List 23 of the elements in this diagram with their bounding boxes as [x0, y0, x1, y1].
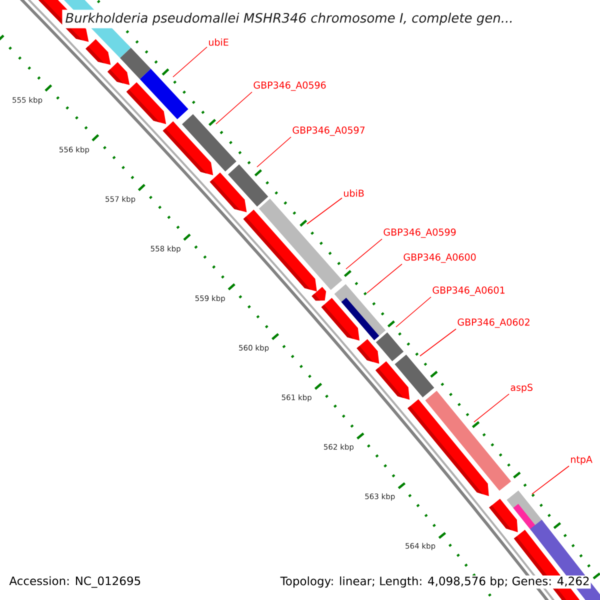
gene-label: GBP346_A0596 [254, 82, 326, 91]
gene-label: GBP346_A0599 [384, 228, 456, 238]
gene-label: aspS [510, 384, 533, 393]
gene-label: ubiB [344, 189, 364, 197]
gene-label: GBP346_A0597 [292, 126, 365, 136]
leader-line [256, 136, 292, 168]
footer-text: Topology: linear; Length: 4,098,576 bp; Genes: 4,262 [279, 575, 591, 589]
leader-line [420, 328, 456, 356]
leader-line [172, 46, 208, 78]
gene-label: GBP346_A0600 [404, 254, 476, 263]
leader-line [216, 92, 252, 124]
leader-line [366, 264, 402, 294]
gene-label: GBP346_A0602 [458, 318, 530, 328]
gene-label: ntpA [571, 456, 592, 465]
gene-label: ubiE [209, 38, 228, 46]
leader-line [532, 466, 570, 494]
leader-line [396, 296, 432, 328]
gene-label: GBP346_A0601 [432, 286, 504, 296]
leader-line [306, 198, 342, 224]
leader-line [474, 394, 510, 422]
map-title: Burkholderia pseudomallei MSHR346 chromosome I, complete gen... [62, 10, 516, 28]
leader-line [346, 238, 382, 270]
footer-text: Accession: NC_012695 [9, 576, 140, 588]
